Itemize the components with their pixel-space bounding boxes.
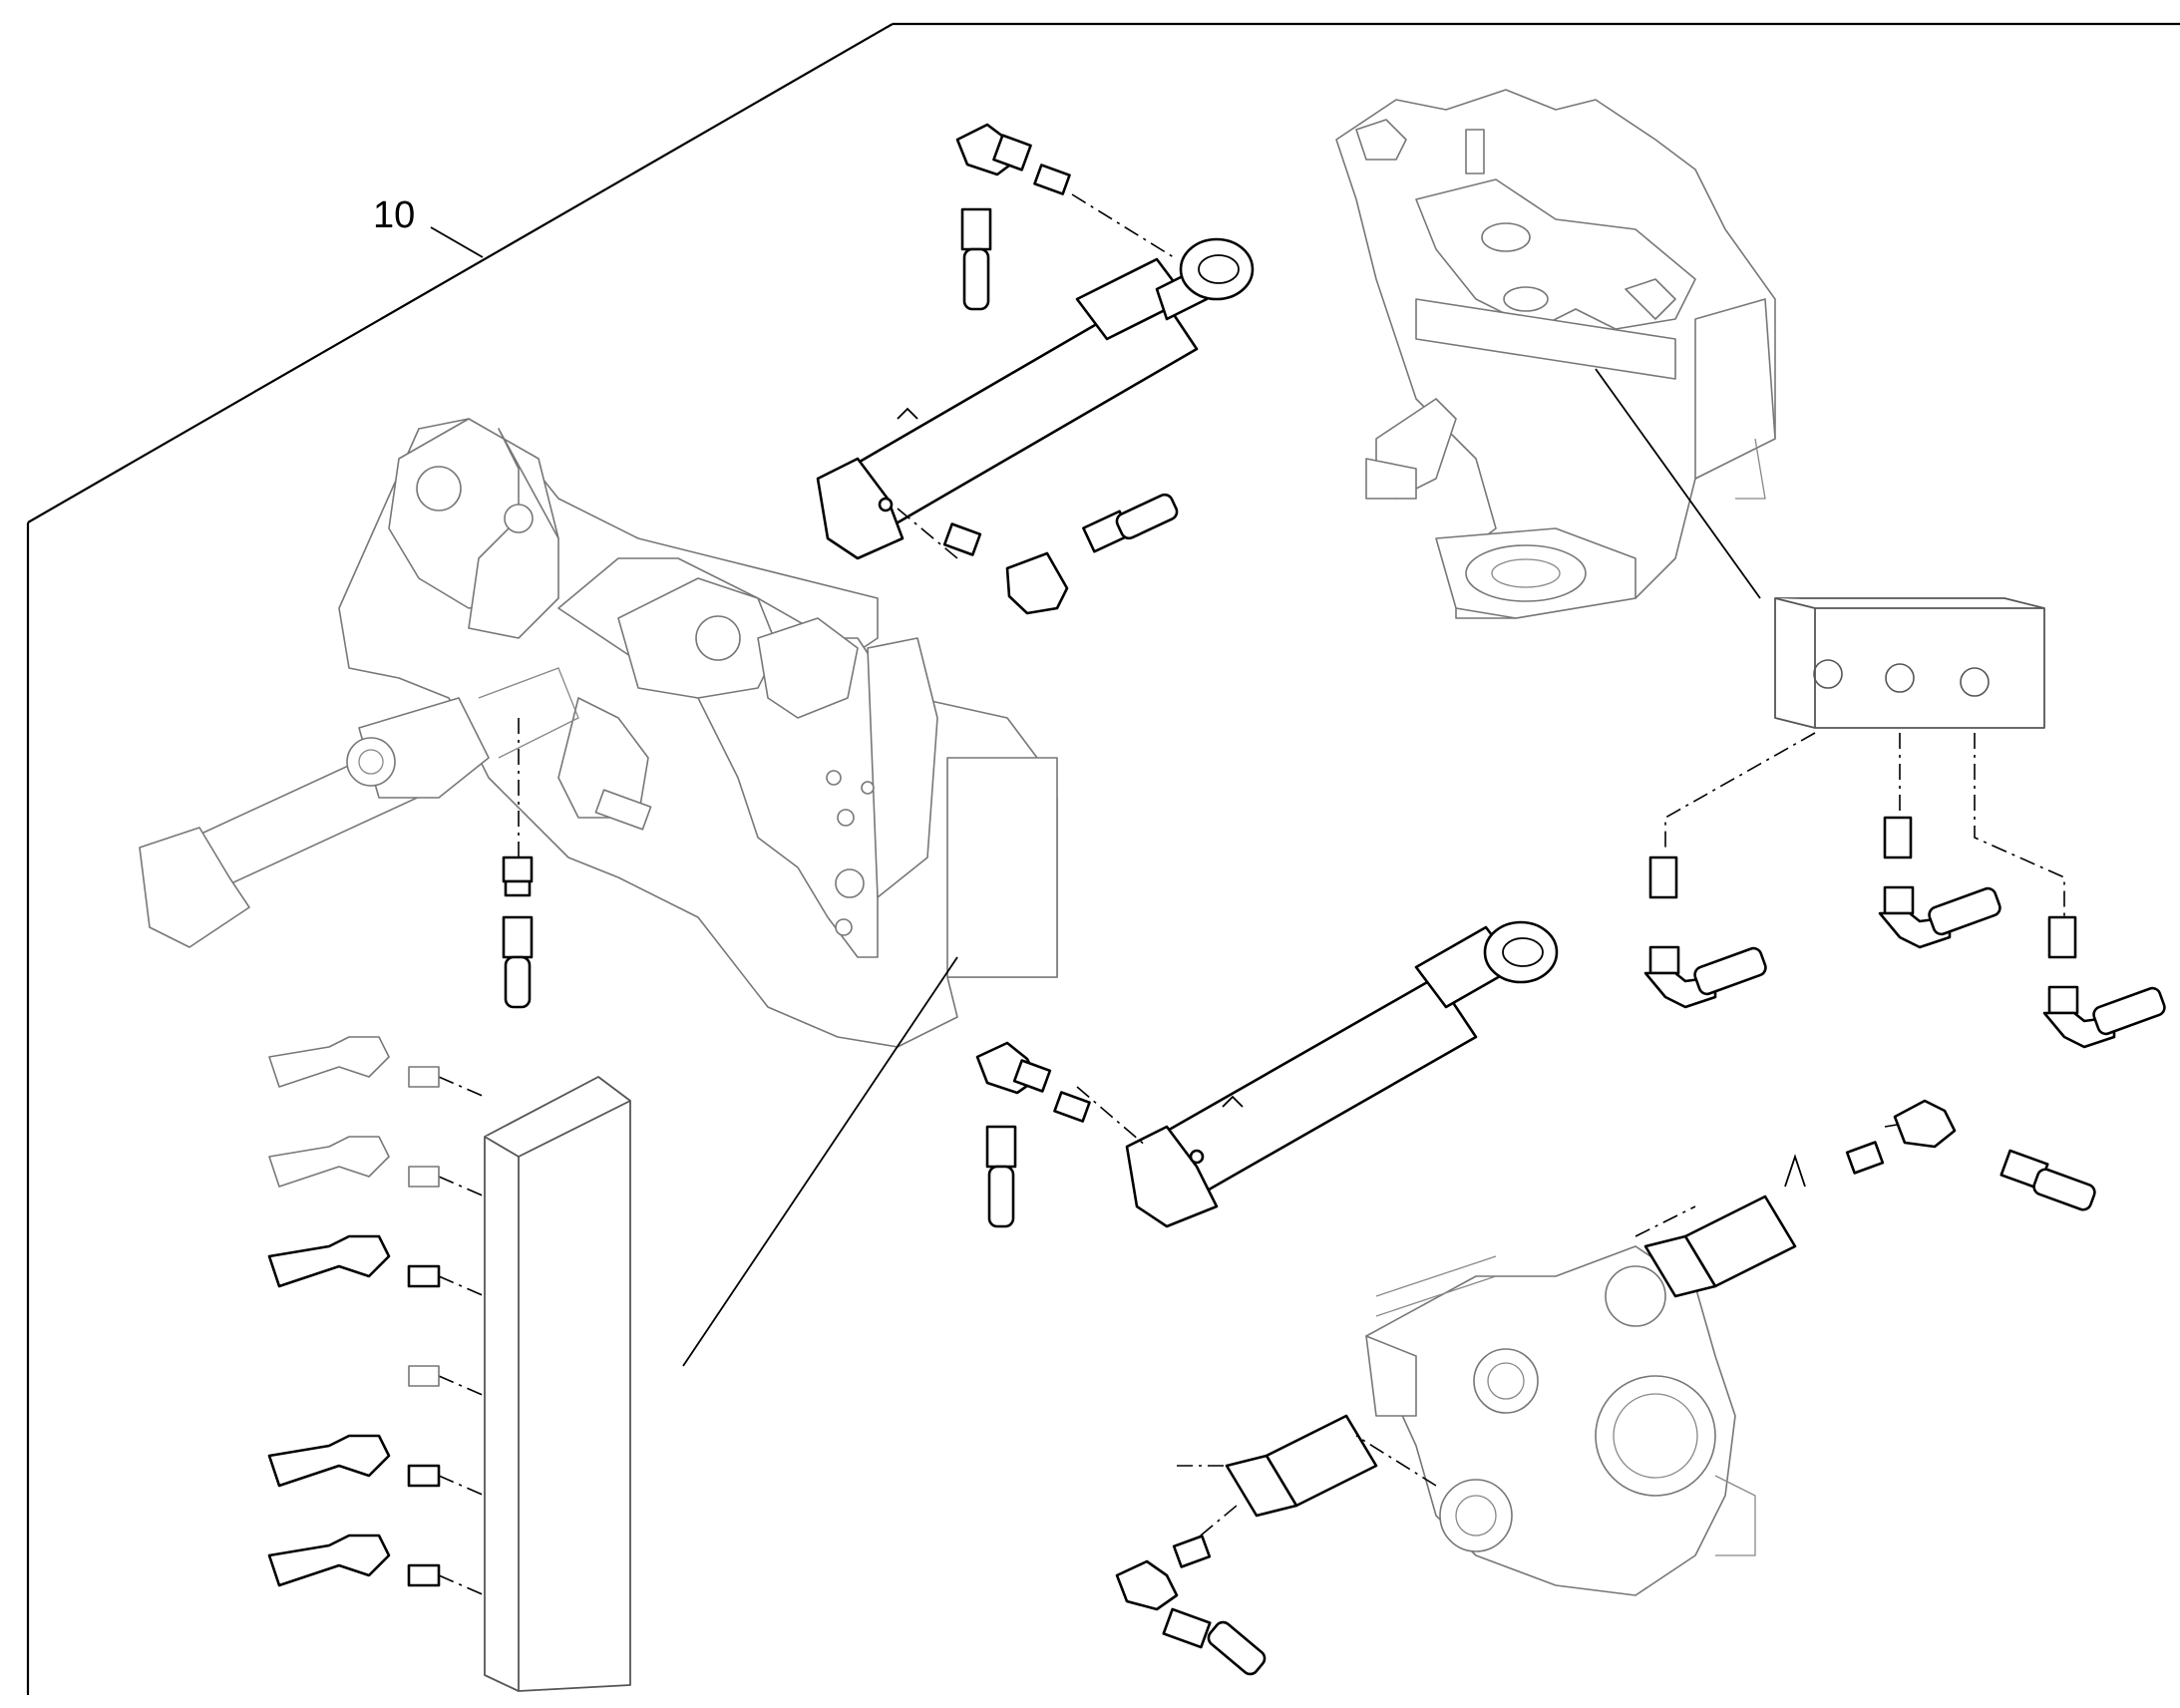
- upper-frame: [1335, 89, 1776, 619]
- hydraulic-cylinder-bottom: [1125, 920, 1559, 1228]
- drive-shafts: [1225, 1154, 1806, 1518]
- hydraulic-cylinder-top: [816, 237, 1255, 560]
- fittings-right-block: [1643, 816, 2166, 1049]
- dash-connections: [438, 193, 2065, 1596]
- fittings-center: [502, 855, 534, 1009]
- valve-block-right: [1774, 597, 2045, 729]
- callout-label: 10: [373, 194, 415, 236]
- valve-block-left: [484, 1076, 631, 1692]
- fittings-left-block: [267, 1036, 441, 1587]
- assembly-frame: [26, 22, 2180, 1695]
- callout-leader: [430, 226, 484, 258]
- callout-10: 10: [373, 194, 484, 258]
- detail-leaders: [682, 368, 1761, 1367]
- fittings-lower-right: [1115, 1099, 2096, 1676]
- axle-differential: [1365, 1245, 1756, 1596]
- fittings-lower-cylinder: [975, 1041, 1091, 1228]
- fittings-top-cylinder: [942, 123, 1179, 615]
- loader-frame: [139, 418, 1058, 1048]
